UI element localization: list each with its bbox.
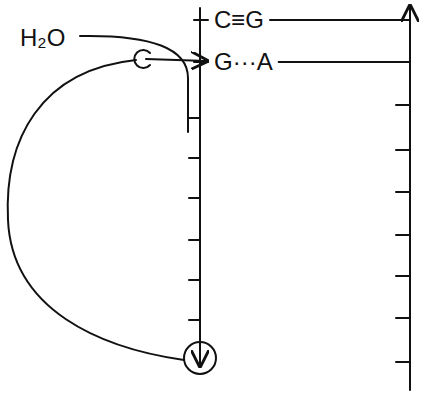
base-pair-bond <box>279 61 409 63</box>
attack-arrow <box>146 59 207 61</box>
base-pair-bond <box>270 19 409 21</box>
strand-tick <box>396 149 410 151</box>
strand-tick <box>189 239 200 241</box>
molecule-label: H₂O <box>20 26 65 50</box>
strand-tick <box>396 317 410 319</box>
strand-tick <box>194 19 208 21</box>
strand-tick <box>396 104 410 106</box>
strand-tick <box>396 191 410 193</box>
strand-tick <box>189 197 200 199</box>
cleavage-circle <box>184 342 216 374</box>
water-line <box>80 36 188 132</box>
right-strand <box>409 6 411 390</box>
strand-tick <box>396 361 410 363</box>
strand-tick <box>189 157 200 159</box>
ribozyme-loop <box>8 60 184 360</box>
strand-tick <box>189 279 200 281</box>
base-pair-label: G···A <box>214 50 273 74</box>
strand-tick <box>189 117 200 119</box>
strand-tick <box>396 275 410 277</box>
strand-tick <box>396 234 410 236</box>
strand-tick <box>189 319 200 321</box>
base-pair-label: C≡G <box>214 8 264 32</box>
